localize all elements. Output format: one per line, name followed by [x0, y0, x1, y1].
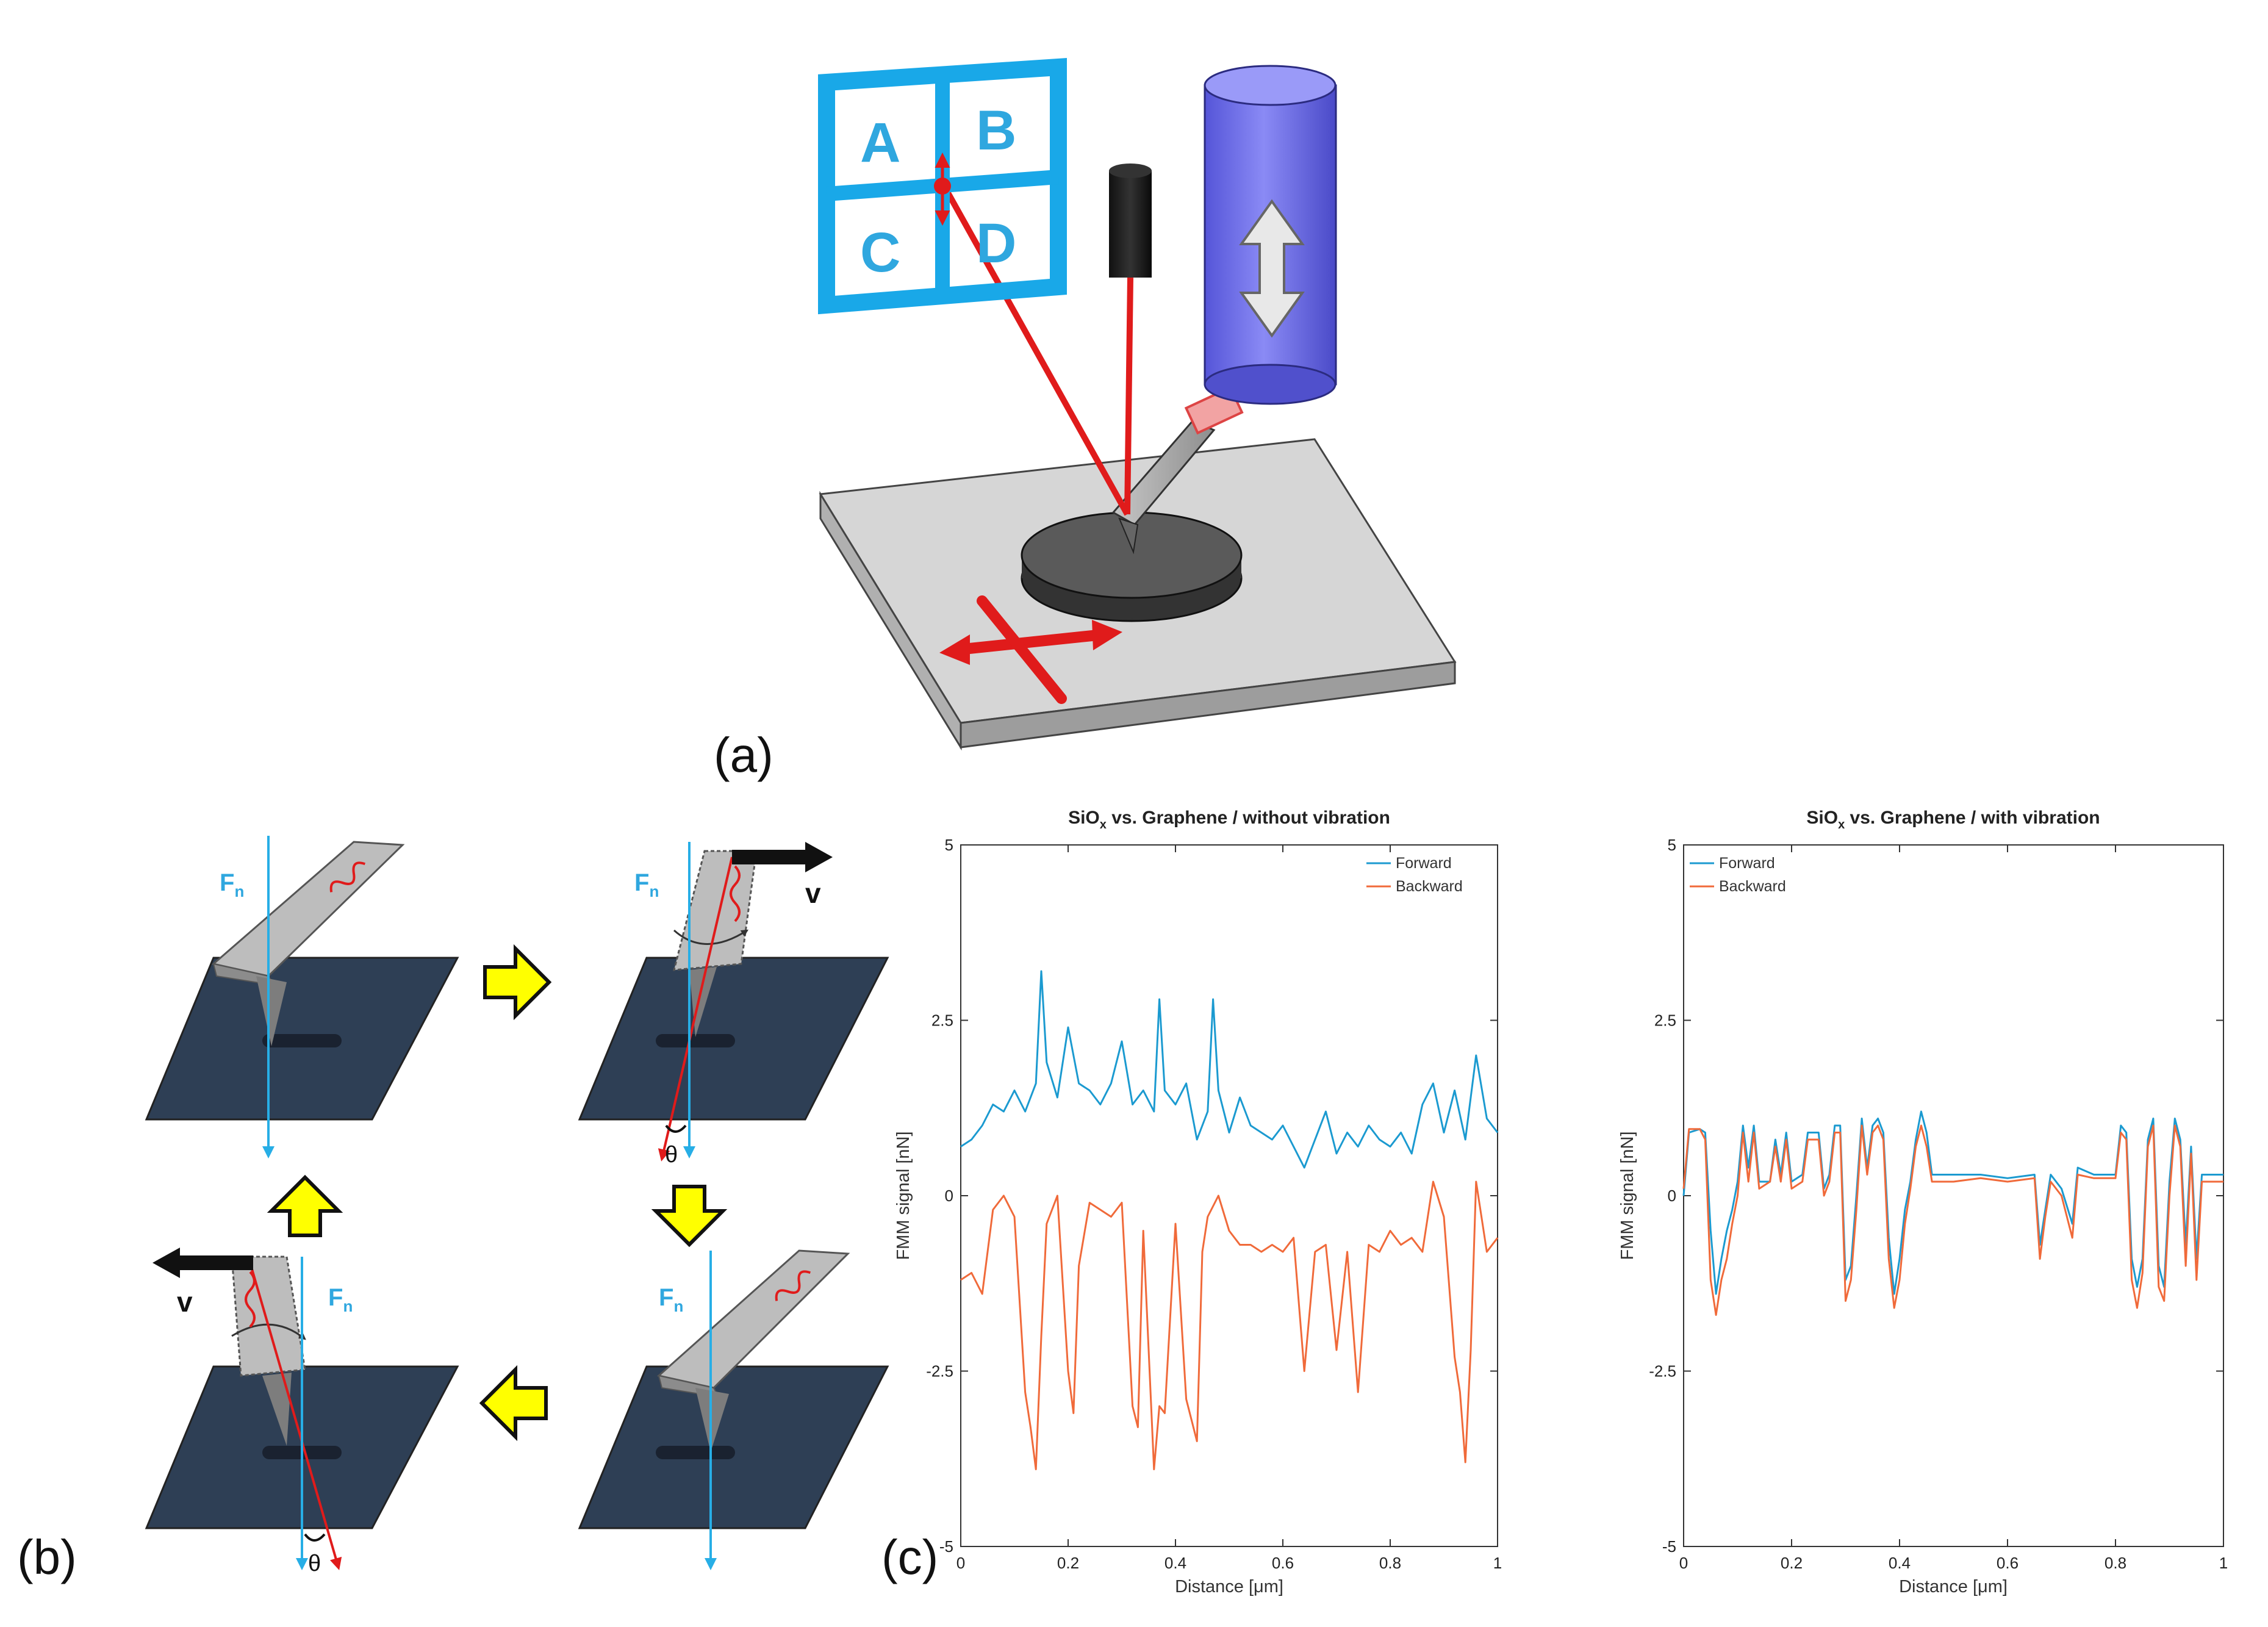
- panel-a-label: (a): [714, 728, 773, 782]
- x-tick-label: 0: [1679, 1554, 1688, 1572]
- y-tick-label: -2.5: [1649, 1362, 1676, 1381]
- x-tick-label: 0.2: [1781, 1554, 1803, 1572]
- x-tick-label: 1: [2219, 1554, 2228, 1572]
- y-tick-label: 5: [945, 836, 953, 854]
- step-arrow-right: [483, 944, 552, 1021]
- legend-label: Forward: [1719, 855, 1775, 872]
- plot-area: [960, 844, 1498, 1547]
- step-1-static: Fn: [145, 836, 459, 1158]
- velocity-label: v: [177, 1286, 193, 1318]
- series-line-backward: [1682, 1124, 2223, 1316]
- quadrant-a-label: A: [860, 112, 900, 174]
- series-line-forward: [960, 970, 1499, 1169]
- step-arrow-up: [267, 1174, 343, 1237]
- panel-b-label: (b): [17, 1530, 77, 1584]
- chart-with-vibration: SiOx vs. Graphene / with vibration FMM s…: [1618, 808, 2228, 1596]
- quadrant-d-label: D: [976, 212, 1016, 275]
- panel-b: Fn Fn v θ: [17, 836, 889, 1584]
- panel-a: A B C D (a): [714, 58, 1457, 782]
- x-tick-label: 0.6: [1997, 1554, 2019, 1572]
- step-3-static: Fn: [578, 1249, 889, 1570]
- sample-disc: [1021, 511, 1243, 622]
- quadrant-detector: A B C D: [818, 58, 1067, 315]
- normal-force-label: Fn: [634, 869, 659, 900]
- chart-title: SiOx vs. Graphene / without vibration: [1068, 808, 1390, 831]
- angle-label: θ: [308, 1551, 321, 1576]
- legend-label: Forward: [1396, 855, 1452, 872]
- series-line-forward: [1682, 1110, 2223, 1295]
- x-axis-label: Distance [μm]: [1899, 1577, 2008, 1596]
- normal-force-label: Fn: [220, 869, 244, 900]
- panel-c: (c) SiOx vs. Graphene / without vibratio…: [881, 808, 2228, 1596]
- laser-beam: [939, 181, 1133, 516]
- x-tick-label: 0.4: [1889, 1554, 1911, 1572]
- x-tick-label: 1: [1493, 1554, 1502, 1572]
- y-tick-label: 0: [1668, 1187, 1676, 1205]
- velocity-label: v: [805, 877, 821, 909]
- normal-force-label: Fn: [659, 1284, 683, 1315]
- y-tick-label: -5: [1662, 1537, 1676, 1556]
- z-motion-arrow: [1239, 199, 1305, 338]
- quadrant-c-label: C: [860, 221, 900, 284]
- cantilever-tip: [1118, 517, 1139, 555]
- xy-stage-arrows: [952, 595, 1110, 704]
- x-tick-label: 0.4: [1165, 1554, 1186, 1572]
- x-tick-label: 0.8: [1379, 1554, 1401, 1572]
- step-arrow-down: [651, 1185, 728, 1248]
- x-tick-label: 0.6: [1272, 1554, 1294, 1572]
- legend-label: Backward: [1719, 878, 1786, 895]
- y-tick-label: 2.5: [931, 1011, 953, 1030]
- chart-title: SiOx vs. Graphene / with vibration: [1806, 808, 2100, 831]
- legend-label: Backward: [1396, 878, 1463, 895]
- y-axis-label: FMM signal [nN]: [1618, 1131, 1637, 1260]
- laser-spot: [934, 178, 951, 195]
- base-plate-left: [819, 490, 962, 751]
- angle-label: θ: [665, 1142, 678, 1168]
- step-2-forward: Fn v θ: [578, 842, 889, 1168]
- y-tick-label: 0: [945, 1187, 953, 1205]
- step-arrow-left: [479, 1365, 548, 1442]
- y-tick-label: 5: [1668, 836, 1676, 854]
- plot-area: [1683, 844, 2224, 1547]
- x-tick-label: 0.8: [2105, 1554, 2126, 1572]
- y-tick-label: 2.5: [1654, 1011, 1676, 1030]
- chart-without-vibration: SiOx vs. Graphene / without vibration FM…: [894, 808, 1502, 1596]
- y-tick-label: -2.5: [926, 1362, 953, 1381]
- quadrant-b-label: B: [976, 99, 1016, 162]
- x-tick-label: 0: [956, 1554, 965, 1572]
- x-axis-label: Distance [μm]: [1175, 1577, 1283, 1596]
- series-line-backward: [960, 1180, 1499, 1470]
- step-4-backward: Fn v θ: [145, 1248, 459, 1576]
- laser-source: [1109, 163, 1152, 278]
- y-tick-label: -5: [939, 1537, 953, 1556]
- panel-c-label: (c): [881, 1530, 938, 1584]
- normal-force-label: Fn: [328, 1284, 353, 1315]
- cantilever-beam: [1111, 420, 1216, 526]
- x-tick-label: 0.2: [1057, 1554, 1079, 1572]
- y-axis-label: FMM signal [nN]: [894, 1131, 913, 1260]
